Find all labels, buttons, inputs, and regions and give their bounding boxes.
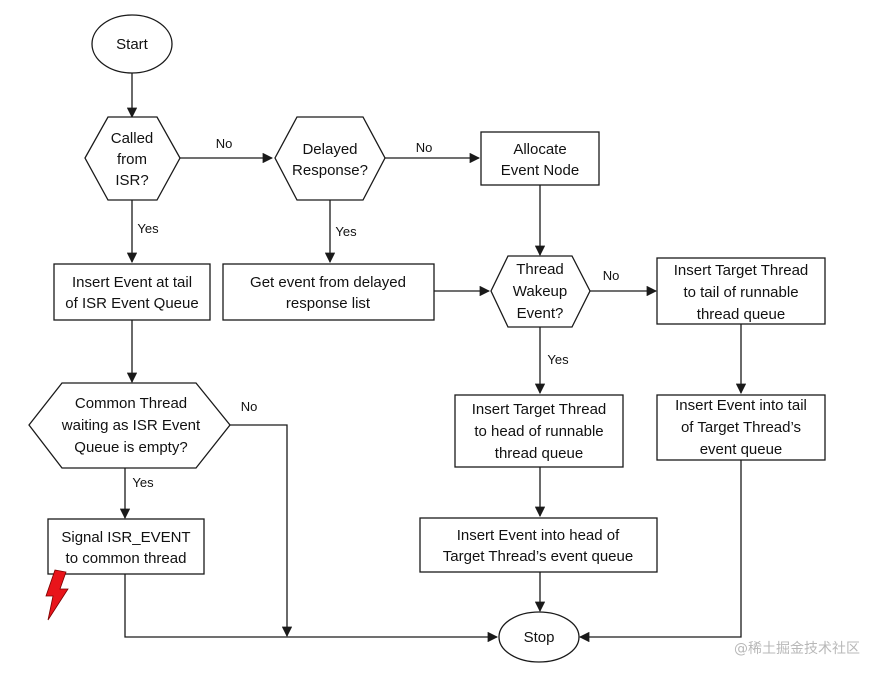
process-line: Allocate: [513, 141, 566, 158]
label-no: No: [241, 399, 258, 414]
decision-line: Wakeup: [513, 283, 567, 300]
label-no: No: [216, 136, 233, 151]
process-line: Insert Event into tail: [675, 397, 807, 414]
label-yes: Yes: [335, 224, 357, 239]
edge-event-tail-to-stop: [578, 460, 742, 643]
stop-node: Stop: [498, 611, 580, 663]
process-line: of Target Thread’s: [681, 419, 801, 436]
decision-line: Called: [111, 130, 154, 147]
edges: [119, 73, 747, 643]
decision-line: from: [117, 151, 147, 168]
label-yes: Yes: [137, 221, 159, 236]
label-yes: Yes: [132, 475, 154, 490]
label-no: No: [603, 268, 620, 283]
process-line: Event Node: [501, 162, 579, 179]
decision-delayed-response: Delayed Response?: [274, 116, 386, 201]
decision-line: waiting as ISR Event: [61, 417, 201, 434]
start-label: Start: [116, 36, 149, 53]
process-line: of ISR Event Queue: [65, 295, 198, 312]
decision-called-from-isr: Called from ISR?: [84, 116, 181, 201]
decision-common-thread-waiting: Common Thread waiting as ISR Event Queue…: [28, 382, 231, 469]
process-line: Get event from delayed: [250, 274, 406, 291]
decision-thread-wakeup-event: Thread Wakeup Event?: [490, 255, 591, 328]
process-line: Signal ISR_EVENT: [61, 529, 190, 546]
edge-signal-to-stop: [124, 574, 499, 643]
process-line: Insert Event into head of: [457, 527, 620, 544]
decision-line: Delayed: [302, 141, 357, 158]
watermark: @稀土掘金技术社区: [734, 641, 860, 657]
process-line: event queue: [700, 441, 783, 458]
start-node: Start: [91, 14, 173, 74]
edge-labels: No No Yes Yes No Yes No Yes: [132, 136, 619, 490]
process-insert-event-tail-target: Insert Event into tail of Target Thread’…: [656, 394, 826, 461]
process-insert-isr-queue: Insert Event at tail of ISR Event Queue: [53, 263, 211, 321]
process-signal-isr-event: Signal ISR_EVENT to common thread: [47, 518, 205, 575]
process-line: to common thread: [66, 550, 187, 567]
edge-common-thread-no: [230, 424, 293, 638]
process-line: to head of runnable: [474, 423, 603, 440]
process-get-delayed-event: Get event from delayed response list: [222, 263, 435, 321]
lightning-icon: [45, 569, 69, 621]
process-insert-target-tail-runnable: Insert Target Thread to tail of runnable…: [656, 257, 826, 325]
process-insert-target-head-runnable: Insert Target Thread to head of runnable…: [454, 394, 624, 468]
decision-line: ISR?: [115, 172, 148, 189]
decision-line: Queue is empty?: [74, 439, 187, 456]
process-insert-event-head-target: Insert Event into head of Target Thread’…: [419, 517, 658, 573]
label-no: No: [416, 140, 433, 155]
process-line: thread queue: [697, 306, 785, 323]
decision-line: Event?: [517, 305, 564, 322]
decision-line: Response?: [292, 162, 368, 179]
process-line: Insert Target Thread: [674, 262, 809, 279]
decision-line: Thread: [516, 261, 564, 278]
decision-line: Common Thread: [75, 395, 187, 412]
stop-label: Stop: [524, 629, 555, 646]
process-line: Target Thread’s event queue: [443, 548, 633, 565]
process-line: thread queue: [495, 445, 583, 462]
process-line: to tail of runnable: [683, 284, 798, 301]
process-allocate-event-node: Allocate Event Node: [480, 131, 600, 186]
process-line: Insert Event at tail: [72, 274, 192, 291]
process-line: Insert Target Thread: [472, 401, 607, 418]
label-yes: Yes: [547, 352, 569, 367]
process-line: response list: [286, 295, 371, 312]
